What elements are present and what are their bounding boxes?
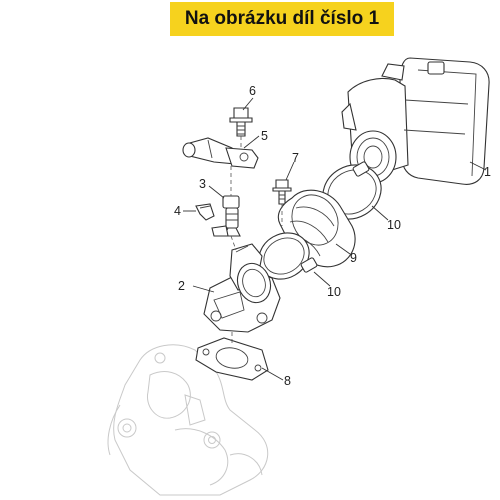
callout-7: 7: [292, 151, 299, 165]
callout-6: 6: [249, 84, 256, 98]
callout-8: 8: [284, 374, 291, 388]
part-banner-text: Na obrázku díl číslo 1: [184, 8, 380, 29]
gasket-part-8: [195, 337, 269, 381]
engine-block-ghost: [107, 344, 269, 496]
hose-clamp-lower: [258, 232, 318, 280]
callout-5: 5: [261, 129, 268, 143]
callout-10-lower: 10: [327, 285, 341, 299]
intake-manifold-part-2: [203, 243, 281, 333]
callout-2: 2: [178, 279, 185, 293]
screw-part-7: [272, 179, 292, 205]
callout-3: 3: [199, 177, 206, 191]
callout-10-upper: 10: [387, 218, 401, 232]
assembly-lines: [230, 136, 283, 345]
leader-lines: [183, 97, 487, 381]
screw-part-6: [229, 107, 253, 137]
fuel-rail-part-5: [182, 137, 259, 169]
callout-9: 9: [350, 251, 357, 265]
clip-part-4: [195, 203, 215, 221]
callout-4: 4: [174, 204, 181, 218]
injector-part-3: [211, 195, 241, 237]
part-banner: Na obrázku díl číslo 1: [170, 2, 394, 36]
callout-1: 1: [484, 165, 491, 179]
